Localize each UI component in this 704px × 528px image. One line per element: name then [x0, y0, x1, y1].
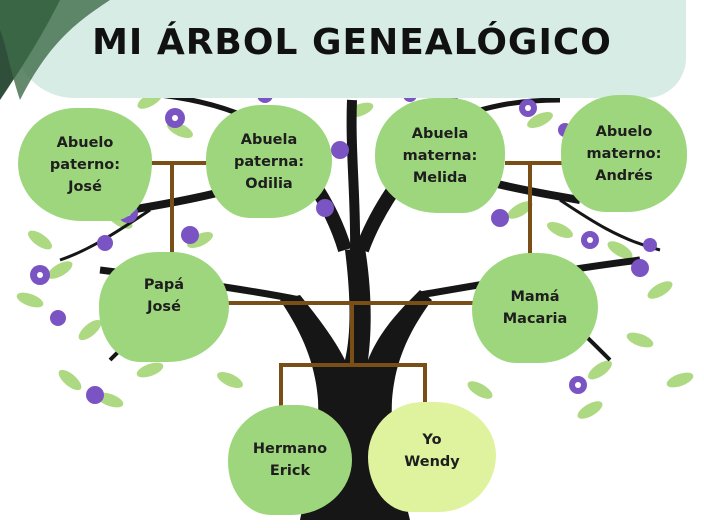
maternal-grandfather-label: Abuelo materno: Andrés — [586, 123, 662, 184]
connector-paternal-grandparents — [146, 161, 234, 165]
father-label: Papá José — [143, 277, 185, 315]
maternal-grandmother-label: Abuela materna: Melida — [402, 125, 478, 186]
mother-label: Mamá Macaria — [502, 289, 568, 327]
node-maternal-grandmother: Abuela materna: Melida — [375, 98, 505, 213]
connector-maternal-grandparents — [505, 161, 562, 165]
me-label: Yo Wendy — [404, 432, 460, 470]
paternal-grandfather-label: Abuelo paterno: José — [49, 134, 121, 195]
connector-brother-drop — [279, 363, 283, 408]
node-paternal-grandfather: Abuelo paterno: José — [18, 108, 152, 221]
connector-children — [279, 363, 427, 367]
connector-maternal-drop — [528, 163, 532, 263]
node-paternal-grandmother: Abuela paterna: Odilia — [206, 105, 332, 218]
connector-parents-drop — [350, 303, 354, 365]
corner-leaf-decoration — [0, 0, 110, 100]
paternal-grandmother-label: Abuela paterna: Odilia — [234, 131, 304, 192]
title-banner — [14, 0, 686, 98]
node-me: Yo Wendy — [368, 402, 496, 512]
node-father: Papá José — [99, 252, 229, 362]
node-brother: Hermano Erick — [228, 405, 352, 515]
page-title: MI ÁRBOL GENEALÓGICO — [92, 22, 612, 63]
connector-paternal-drop — [170, 163, 174, 258]
connector-me-drop — [423, 363, 427, 406]
node-maternal-grandfather: Abuelo materno: Andrés — [561, 95, 687, 212]
brother-label: Hermano Erick — [252, 441, 328, 479]
node-mother: Mamá Macaria — [472, 253, 598, 363]
